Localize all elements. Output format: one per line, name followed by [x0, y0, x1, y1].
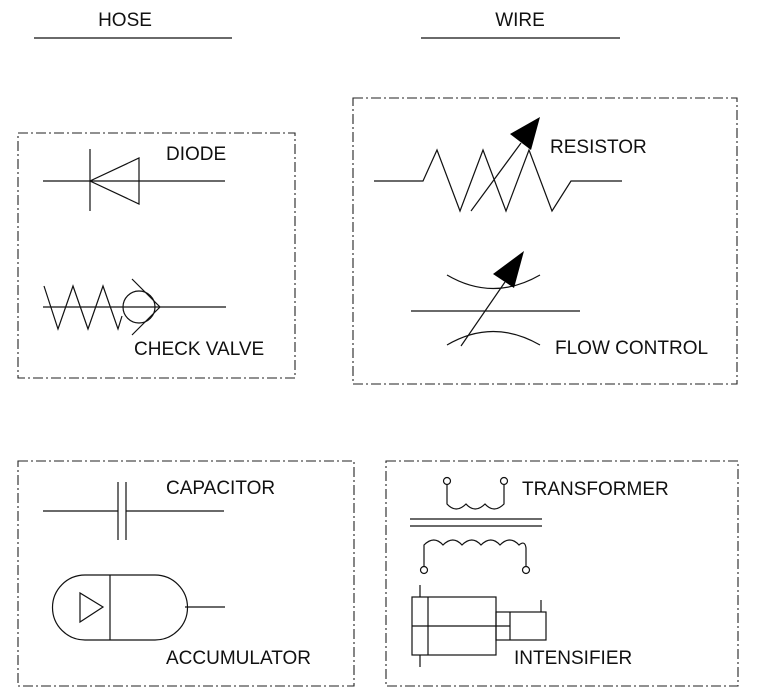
capacitor-label: CAPACITOR [166, 478, 275, 499]
transformer-symbol [410, 476, 542, 575]
capacitor-symbol [43, 482, 224, 540]
accumulator-symbol [51, 574, 225, 641]
intensifier-label: INTENSIFIER [514, 648, 632, 669]
frame-diode-checkvalve [17, 132, 296, 379]
resistor-label: RESISTOR [550, 137, 647, 158]
check-valve-symbol [43, 278, 226, 336]
flow-control-label: FLOW CONTROL [555, 338, 708, 359]
accumulator-label: ACCUMULATOR [166, 648, 311, 669]
flow-control-symbol [411, 251, 580, 347]
transformer-label: TRANSFORMER [522, 479, 669, 500]
header-wire: WIRE [495, 10, 545, 31]
frame-resistor-flowcontrol [352, 97, 738, 385]
diode-label: DIODE [166, 144, 226, 165]
resistor-symbol [374, 117, 622, 213]
diode-symbol [43, 149, 225, 211]
frame-transformer-intensifier [385, 460, 739, 687]
check-valve-label: CHECK VALVE [134, 339, 264, 360]
intensifier-symbol [411, 585, 547, 667]
header-hose: HOSE [98, 10, 152, 31]
frame-capacitor-accumulator [17, 460, 355, 687]
